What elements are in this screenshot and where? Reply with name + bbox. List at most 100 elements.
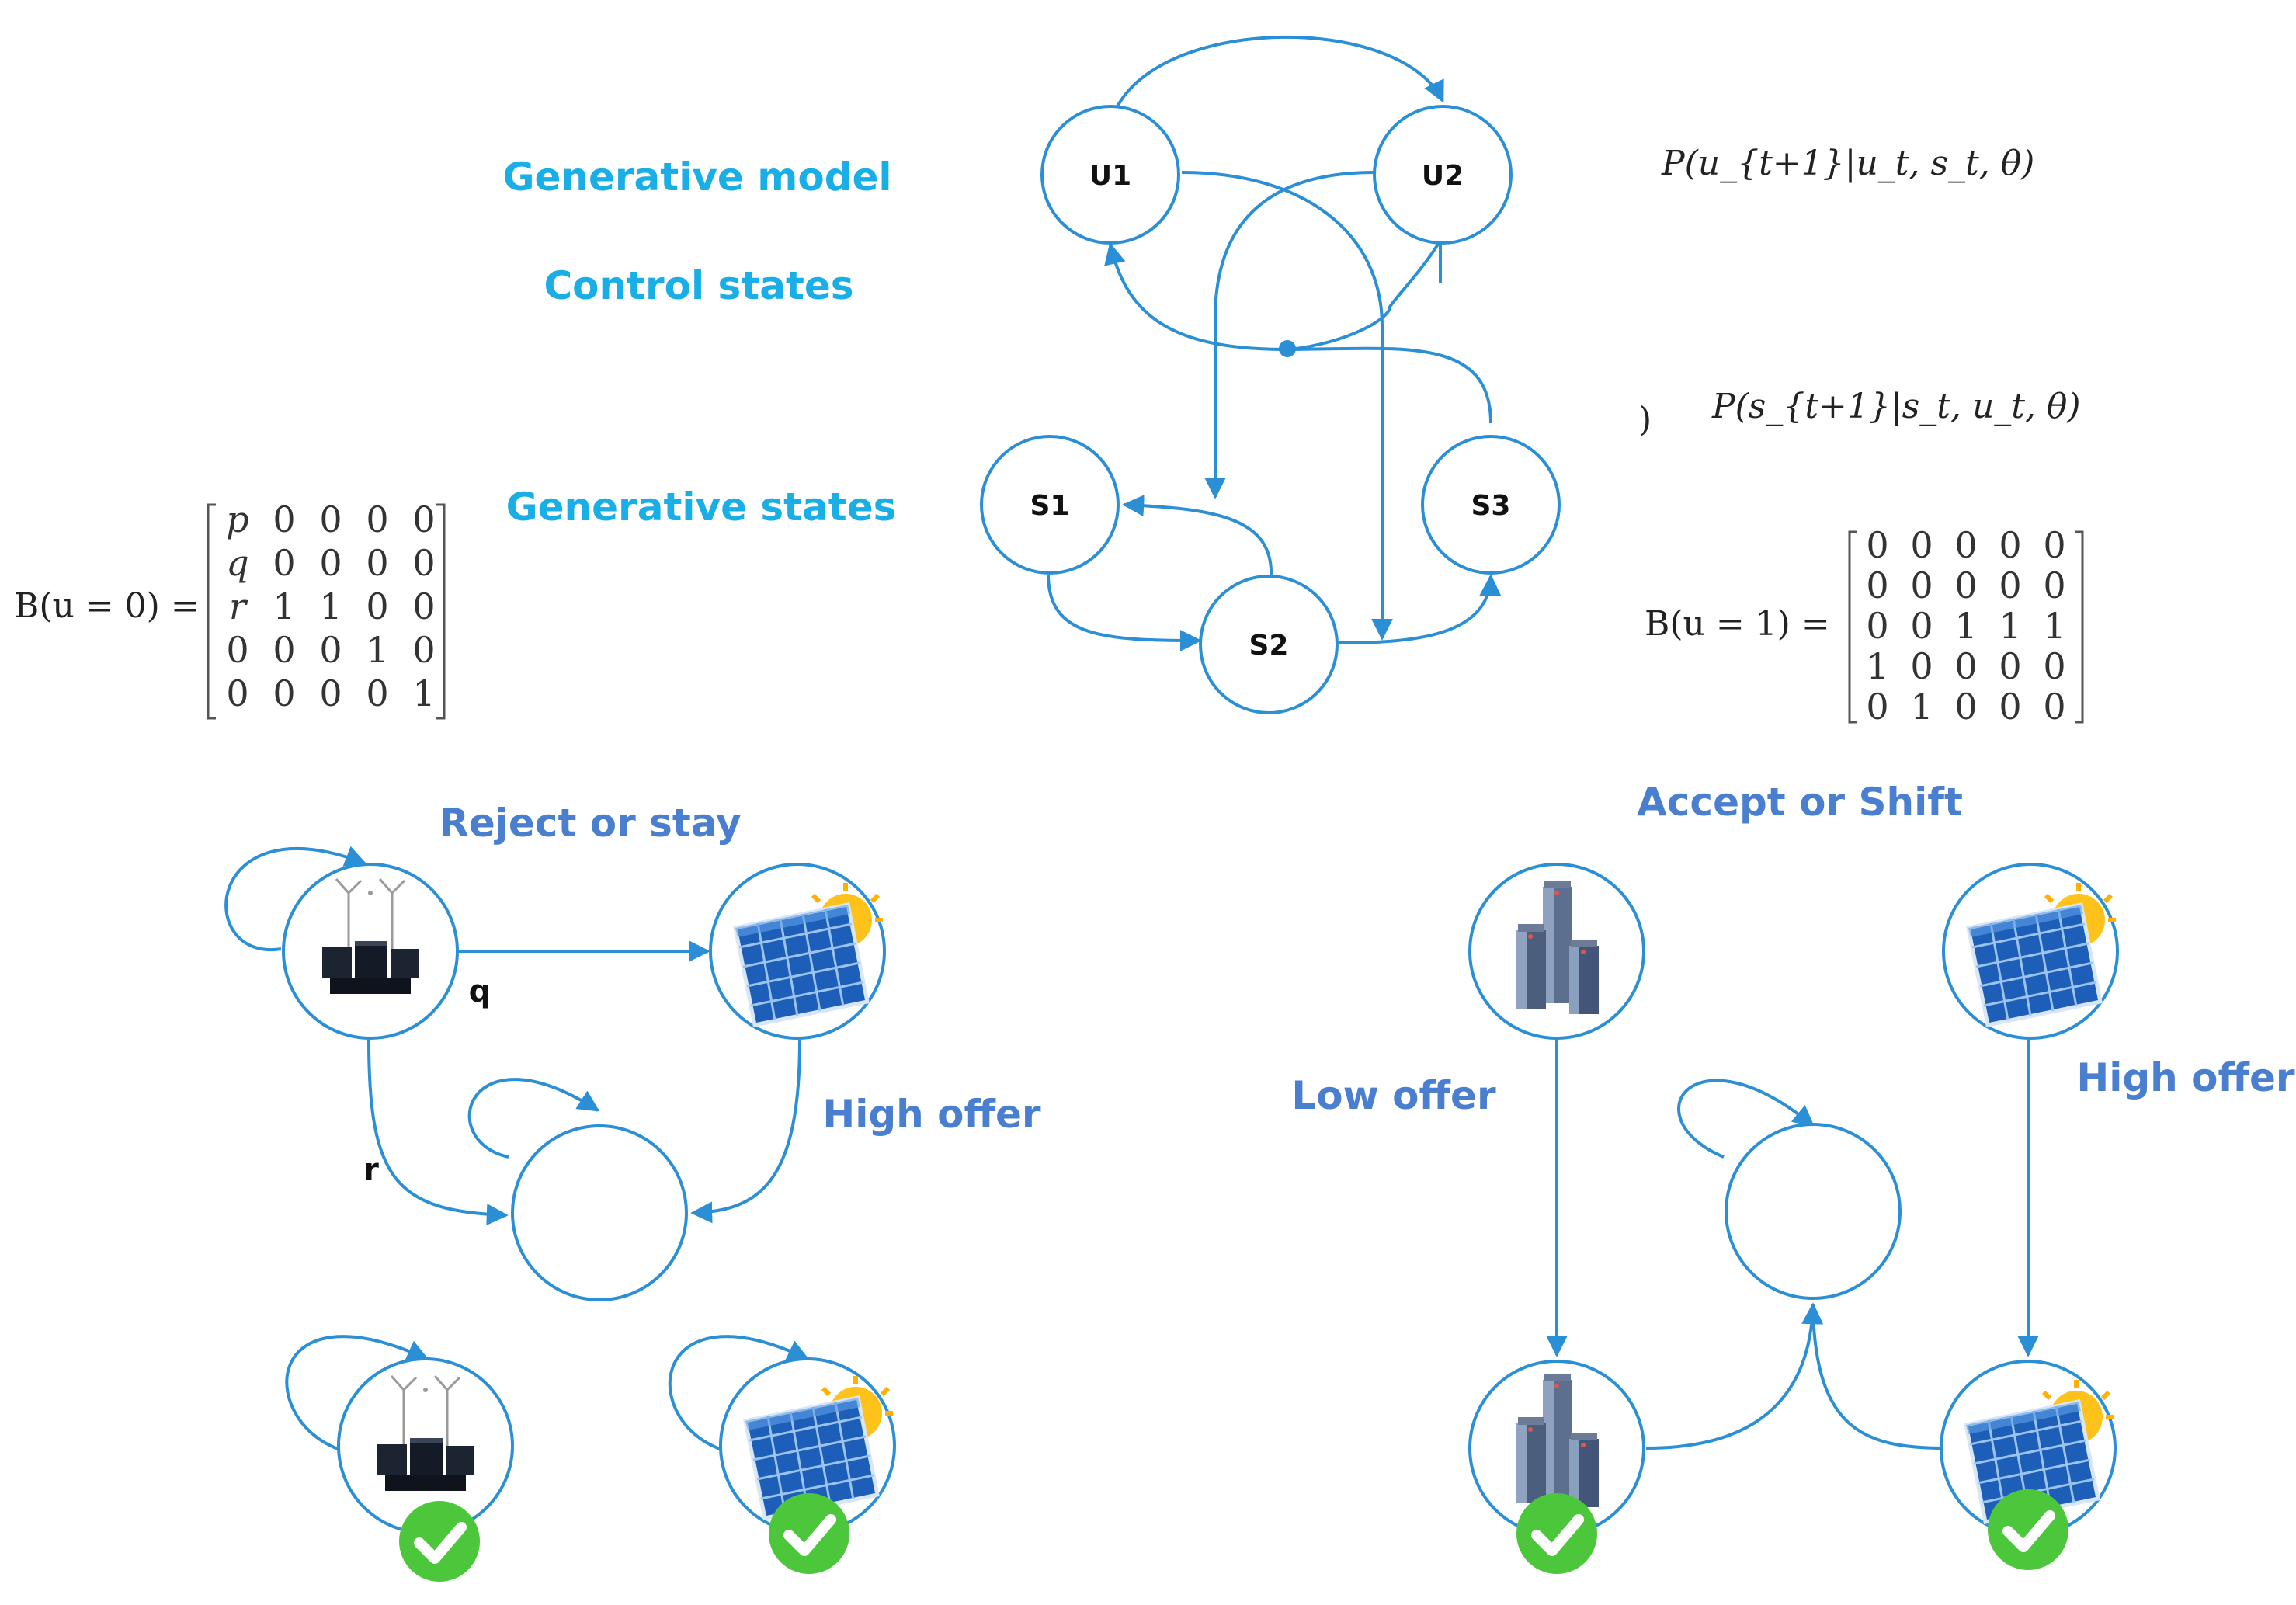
green-check-icon (1988, 1489, 2068, 1570)
low-offer-label: Low offer (1291, 1073, 1496, 1118)
b-u0-cell-0-0: p (226, 499, 248, 540)
b-u0-cell-2-3: 0 (366, 585, 388, 627)
b-u1-cell-1-4: 0 (2043, 565, 2065, 606)
b-u0-cell-2-0: r (229, 585, 248, 627)
green-check-icon (769, 1493, 849, 1574)
wind-self-loop (224, 846, 367, 952)
b-u0-cell-0-3: 0 (366, 499, 388, 540)
b-u0-cell-4-2: 0 (319, 672, 342, 714)
b-u1-cell-0-4: 0 (2043, 524, 2065, 566)
node-u1-label: U1 (1089, 160, 1131, 192)
b-u1-cell-3-4: 0 (2043, 645, 2065, 687)
control-states-label: Control states (544, 263, 853, 308)
edge-u1-u2 (1107, 35, 1444, 133)
b-u1-cell-3-2: 0 (1954, 645, 1977, 687)
battery-node-bottom (1468, 1360, 1645, 1574)
center-right-self-loop (1677, 1079, 1815, 1159)
high-offer-left-label: High offer (822, 1092, 1041, 1137)
node-s2: S2 (1199, 575, 1339, 714)
b-u0-cell-3-1: 0 (273, 629, 295, 671)
b-u1-cell-4-4: 0 (2043, 686, 2065, 728)
b-u0-cell-1-3: 0 (366, 542, 388, 584)
solar-bottom-self-loop (668, 1335, 810, 1454)
edge-q-label: q (469, 974, 492, 1009)
b-u0-cell-2-2: 1 (319, 585, 342, 627)
node-s3-label: S3 (1471, 490, 1511, 522)
edge-solar-center (1811, 1311, 1946, 1450)
b-u1-cell-2-4: 1 (2043, 605, 2065, 647)
b-u0-cell-1-4: 0 (412, 542, 435, 584)
edge-u2-junction (1290, 239, 1442, 351)
edge-s2-s3 (1336, 574, 1502, 644)
wind-node-top (282, 863, 459, 1040)
b-u0-cell-1-0: q (226, 542, 248, 584)
b-u1-lhs: B(u = 1) = (1645, 604, 1830, 644)
high-offer-right-label: High offer (2076, 1055, 2295, 1100)
edge-solar-center (690, 1040, 801, 1224)
b-u0-cell-2-1: 1 (273, 585, 295, 627)
green-check-icon (1516, 1493, 1597, 1574)
b-u0-lhs: B(u = 0) = (14, 586, 200, 626)
b-u1-cell-4-2: 0 (1954, 686, 1977, 728)
b-u1-cell-2-0: 0 (1866, 605, 1888, 647)
b-u0-cell-3-2: 0 (319, 629, 342, 671)
b-u0-cell-2-4: 0 (412, 585, 435, 627)
solar-node-top-left (709, 863, 886, 1040)
b-u0-cell-4-3: 0 (366, 672, 388, 714)
b-u1-cell-4-3: 0 (1999, 686, 2021, 728)
b-u0-cell-0-4: 0 (412, 499, 435, 540)
node-s1-label: S1 (1030, 490, 1070, 522)
b-u0-cell-1-2: 0 (319, 542, 342, 584)
b-u0-cell-1-1: 0 (273, 542, 295, 584)
node-s3: S3 (1421, 435, 1561, 575)
battery-node-top (1468, 863, 1645, 1040)
edge-u1-s2 (1181, 171, 1393, 641)
accept-or-shift-label: Accept or Shift (1637, 780, 1963, 825)
edge-u2-s1 (1204, 171, 1375, 499)
b-u0-left-bracket (207, 503, 216, 720)
b-u1-cell-3-1: 0 (1910, 645, 1933, 687)
b-u1-cell-1-0: 0 (1866, 565, 1888, 606)
node-u1: U1 (1040, 105, 1180, 245)
reject-or-stay-label: Reject or stay (439, 801, 741, 846)
state-transition-equation: P(s_{t+1}|s_t, u_t, θ) (1711, 387, 2081, 426)
generative-model-label: Generative model (502, 155, 891, 200)
edge-wind-center-r (367, 1040, 509, 1226)
edge-s3-u1 (1104, 242, 1492, 424)
b-u1-cell-1-1: 0 (1910, 565, 1933, 606)
solar-node-bottom-right (1940, 1360, 2117, 1570)
green-check-icon (399, 1501, 480, 1582)
edge-s2-s1 (1122, 495, 1273, 577)
b-u0-cell-3-0: 0 (226, 629, 248, 671)
b-u1-cell-0-2: 0 (1954, 524, 1977, 566)
node-u2-label: U2 (1422, 160, 1464, 192)
center-left-self-loop (467, 1078, 600, 1159)
b-u1-right-bracket (2075, 530, 2084, 724)
control-transition-equation: P(u_{t+1}|u_t, s_t, θ) (1661, 144, 2034, 183)
b-u0-cell-0-2: 0 (319, 499, 342, 540)
b-u0-cell-4-4: 1 (412, 672, 435, 714)
b-u1-cell-0-0: 0 (1866, 524, 1888, 566)
node-s2-label: S2 (1249, 630, 1289, 662)
b-u1-cell-2-1: 0 (1910, 605, 1933, 647)
b-u1-cell-2-2: 1 (1954, 605, 1977, 647)
edge-s1-s2 (1047, 574, 1202, 651)
b-u0-cell-3-4: 0 (412, 629, 435, 671)
b-u0-cell-4-1: 0 (273, 672, 295, 714)
b-u0-cell-3-3: 1 (366, 629, 388, 671)
b-u1-left-bracket (1848, 530, 1857, 724)
b-u1-cell-4-0: 0 (1866, 686, 1888, 728)
wind-node-bottom (337, 1357, 514, 1582)
solar-node-top-right (1942, 863, 2119, 1040)
center-node-right (1725, 1123, 1902, 1300)
transition-paren: ) (1638, 400, 1652, 439)
wind-bottom-self-loop (285, 1335, 429, 1454)
b-u1-cell-3-3: 0 (1999, 645, 2021, 687)
solar-node-bottom-left (719, 1357, 896, 1574)
b-u0-right-bracket (436, 503, 446, 720)
generative-states-label: Generative states (506, 485, 897, 530)
center-node-left (511, 1124, 688, 1301)
